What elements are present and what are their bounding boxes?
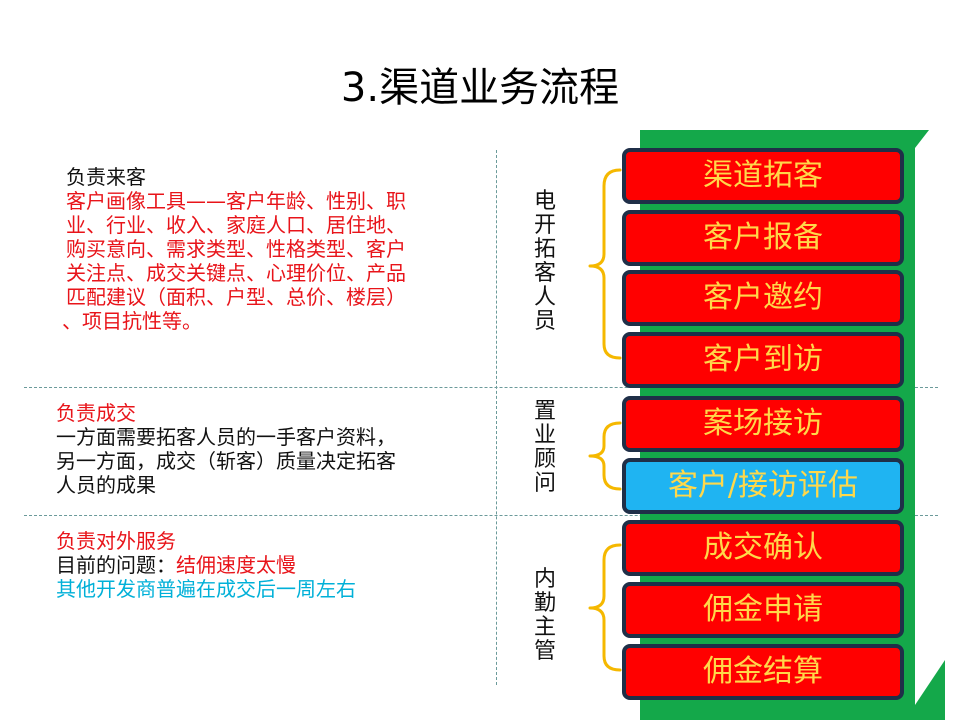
section-3-description: 负责对外服务 目前的问题：结佣速度太慢 其他开发商普遍在成交后一周左右	[56, 529, 356, 601]
section-2-line: 人员的成果	[56, 473, 156, 497]
bracket-section-2	[588, 421, 622, 491]
section-divider-1	[24, 387, 938, 388]
role-label-sales-consultant: 置业顾问	[533, 399, 556, 496]
step-channel-prospecting[interactable]: 渠道拓客	[622, 148, 904, 204]
section-divider-2	[24, 515, 938, 516]
section-3-line: 其他开发商普遍在成交后一周左右	[56, 577, 356, 601]
section-2-description: 负责成交 一方面需要拓客人员的一手客户资料， 另一方面，成交（斩客）质量决定拓客…	[56, 401, 396, 497]
step-onsite-reception[interactable]: 案场接访	[622, 396, 904, 452]
section-1-line: 客户画像工具——客户年龄、性别、职	[66, 189, 406, 213]
flow-panel-corner	[905, 660, 945, 720]
section-1-line: 购买意向、需求类型、性格类型、客户	[66, 237, 406, 261]
section-1-line: 负责来客	[66, 165, 146, 189]
step-commission-settlement[interactable]: 佣金结算	[622, 644, 904, 700]
section-2-line: 另一方面，成交（斩客）质量决定拓客	[56, 449, 396, 473]
section-2-line: 一方面需要拓客人员的一手客户资料，	[56, 425, 396, 449]
role-label-sales-prospectors: 电开拓客人员	[533, 189, 556, 334]
slide-title: 3.渠道业务流程	[340, 65, 620, 111]
section-2-line: 负责成交	[56, 401, 136, 425]
section-1-line: 、项目抗性等。	[62, 309, 202, 333]
step-deal-confirmation[interactable]: 成交确认	[622, 520, 904, 576]
flow-panel-notch	[915, 130, 929, 148]
section-1-line: 关注点、成交关键点、心理价位、产品	[66, 261, 406, 285]
step-customer-registration[interactable]: 客户报备	[622, 210, 904, 266]
section-1-line: 匹配建议（面积、户型、总价、楼层）	[66, 285, 406, 309]
bracket-section-3	[588, 543, 622, 672]
role-label-office-manager: 内勤主管	[533, 567, 556, 664]
bracket-section-1	[588, 168, 622, 360]
step-commission-application[interactable]: 佣金申请	[622, 582, 904, 638]
problem-label: 目前的问题：	[56, 553, 176, 577]
section-1-description: 负责来客 客户画像工具——客户年龄、性别、职 业、行业、收入、家庭人口、居住地、…	[62, 165, 406, 333]
step-visit-evaluation[interactable]: 客户/接访评估	[622, 458, 904, 514]
section-3-line: 负责对外服务	[56, 529, 176, 553]
column-divider	[496, 150, 497, 685]
step-customer-visit[interactable]: 客户到访	[622, 332, 904, 388]
section-1-line: 业、行业、收入、家庭人口、居住地、	[66, 213, 406, 237]
step-customer-invitation[interactable]: 客户邀约	[622, 270, 904, 326]
problem-detail: 结佣速度太慢	[176, 553, 296, 577]
section-3-line: 目前的问题：结佣速度太慢	[56, 553, 356, 577]
